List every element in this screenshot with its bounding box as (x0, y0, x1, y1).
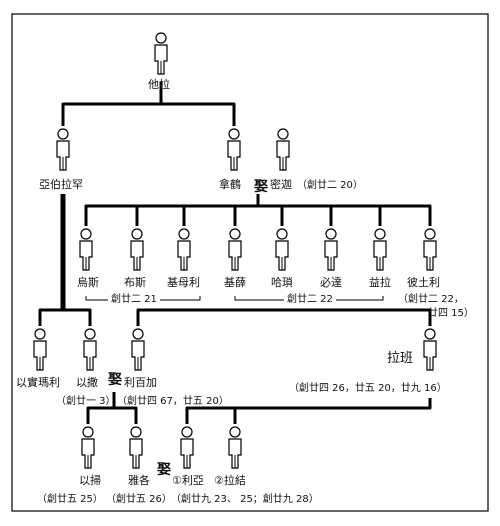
label-isaac: 以撒 (76, 375, 98, 389)
person-figure-milcah (276, 128, 290, 171)
ref-jacob: （創廿五 26） (106, 493, 172, 505)
label-rebekah: 利百加 (124, 376, 157, 389)
label-ishmael: 以實瑪利 (16, 375, 60, 389)
ref-rebekah: （創廿四 67，廿五 20） (117, 395, 229, 407)
person-figure-laban (423, 328, 437, 371)
ref-esau: （創廿五 25） (37, 493, 103, 505)
person-figure-kemuel (177, 228, 191, 271)
label-pildash: 必達 (320, 276, 342, 289)
person-figure-kesed (228, 228, 242, 271)
ref-bethuel-b: 廿四 15） (428, 307, 474, 319)
line-terah-nahor (161, 102, 236, 126)
label-laban: 拉班 (387, 351, 413, 366)
person-figure-abraham (56, 128, 70, 171)
line-nahor-children (84, 204, 432, 226)
marriage-mark-jacob-wives: 娶 (157, 462, 171, 478)
label-milcah: 密迦 (270, 177, 292, 191)
person-figure-terah (154, 32, 168, 75)
person-figure-buz (130, 228, 144, 271)
line-laban-children (185, 398, 432, 424)
person-figure-uz (79, 228, 93, 271)
ref-wives: （創廿九 23、 25；創廿九 28） (171, 493, 319, 505)
marriage-mark-isaac-rebekah: 娶 (108, 372, 122, 388)
person-figure-bethuel (423, 228, 437, 271)
label-jacob: 雅各 (128, 473, 150, 487)
line-abraham-children (38, 308, 92, 326)
person-figure-isaac (83, 328, 97, 371)
person-figure-leah (180, 426, 194, 469)
line-terah-children (61, 92, 163, 126)
ref-milcah: （創廿二 20） (297, 179, 363, 191)
line-bethuel-children (136, 308, 432, 326)
person-figure-nahor (227, 128, 241, 171)
label-abraham: 亞伯拉罕 (39, 177, 83, 191)
person-figure-rebekah (131, 328, 145, 371)
diagram-frame (11, 13, 489, 512)
label-bethuel: 彼土利 (407, 276, 440, 289)
person-figure-jidlaph (373, 228, 387, 271)
label-rachel: ②拉結 (214, 473, 246, 487)
label-buz: 布斯 (124, 276, 146, 289)
label-leah: ①利亞 (172, 474, 204, 487)
ref-group1: 創廿二 21 (111, 293, 157, 305)
line-isaac-children (86, 406, 138, 424)
line-group1-bracket (85, 296, 108, 301)
person-figure-esau (81, 426, 95, 469)
ref-laban: （創廿四 26，廿五 20，廿九 16） (289, 382, 447, 394)
person-figure-pildash (324, 228, 338, 271)
label-nahor: 拿鶴 (219, 177, 241, 191)
person-figure-jacob (129, 426, 143, 469)
label-esau: 以掃 (79, 473, 101, 487)
line-group2-bracket-r (336, 296, 384, 301)
ref-group2: 創廿二 22 (287, 293, 333, 305)
label-terah: 他拉 (148, 77, 170, 91)
person-figure-hazo (275, 228, 289, 271)
label-kemuel: 基母利 (167, 276, 200, 289)
label-hazo: 哈瑣 (271, 276, 293, 289)
person-figures (33, 32, 437, 469)
ref-isaac: （創廿一 3） (56, 395, 116, 407)
connector-lines (38, 82, 432, 424)
label-kesed: 基薛 (224, 276, 246, 289)
line-group1-bracket-r (160, 296, 201, 301)
line-group2-bracket (234, 296, 284, 301)
person-figure-rachel (228, 426, 242, 469)
ref-bethuel-a: （創廿二 22， (398, 293, 464, 305)
label-uz: 烏斯 (77, 275, 99, 289)
marriage-mark-nahor-milcah: 娶 (254, 179, 268, 195)
label-jidlaph: 益拉 (369, 275, 391, 289)
person-figure-ishmael (33, 328, 47, 371)
